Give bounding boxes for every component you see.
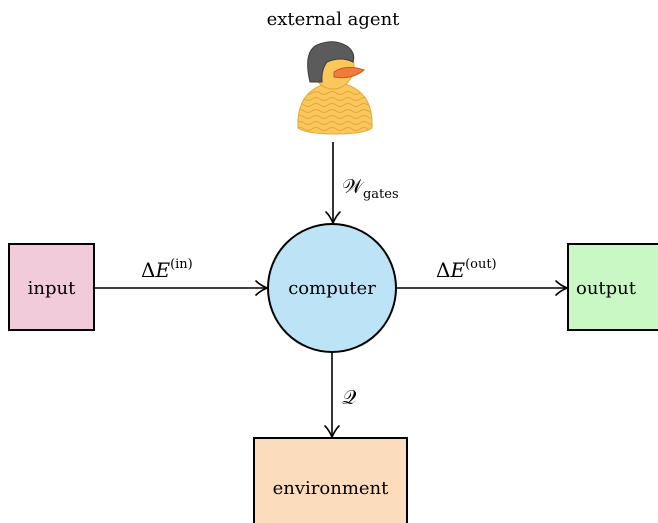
external-agent-icon [297,41,373,135]
heat-label: 𝒬 [342,385,357,409]
energy-in-arrow [94,280,270,296]
input-box [8,243,95,331]
heat-symbol: 𝒬 [342,385,357,409]
work-label: 𝒲gates [342,174,399,202]
agent-beak [333,66,366,79]
energy-out-symbol: E [449,258,465,282]
environment-box [253,437,408,523]
work-arrow [325,142,341,226]
energy-out-label: ΔE(out) [436,257,497,282]
input-label: input [28,278,76,299]
output-box [567,243,658,331]
work-symbol: 𝒲 [342,174,365,198]
energy-in-label: ΔE(in) [141,257,193,282]
agent-label: external agent [267,9,401,30]
heat-arrow [324,352,340,440]
energy-in-delta: Δ [141,258,155,282]
computer-label: computer [288,278,376,299]
work-subscript: gates [363,187,399,202]
energy-out-arrow [396,280,570,296]
energy-in-symbol: E [154,258,170,282]
energy-out-superscript: (out) [465,257,497,272]
agent-body [297,81,373,135]
agent-hair [307,41,355,83]
output-label: output [576,278,637,299]
energy-in-superscript: (in) [170,257,193,272]
energy-out-delta: Δ [436,258,450,282]
agent-body-pattern [297,91,373,131]
environment-label: environment [273,478,390,499]
